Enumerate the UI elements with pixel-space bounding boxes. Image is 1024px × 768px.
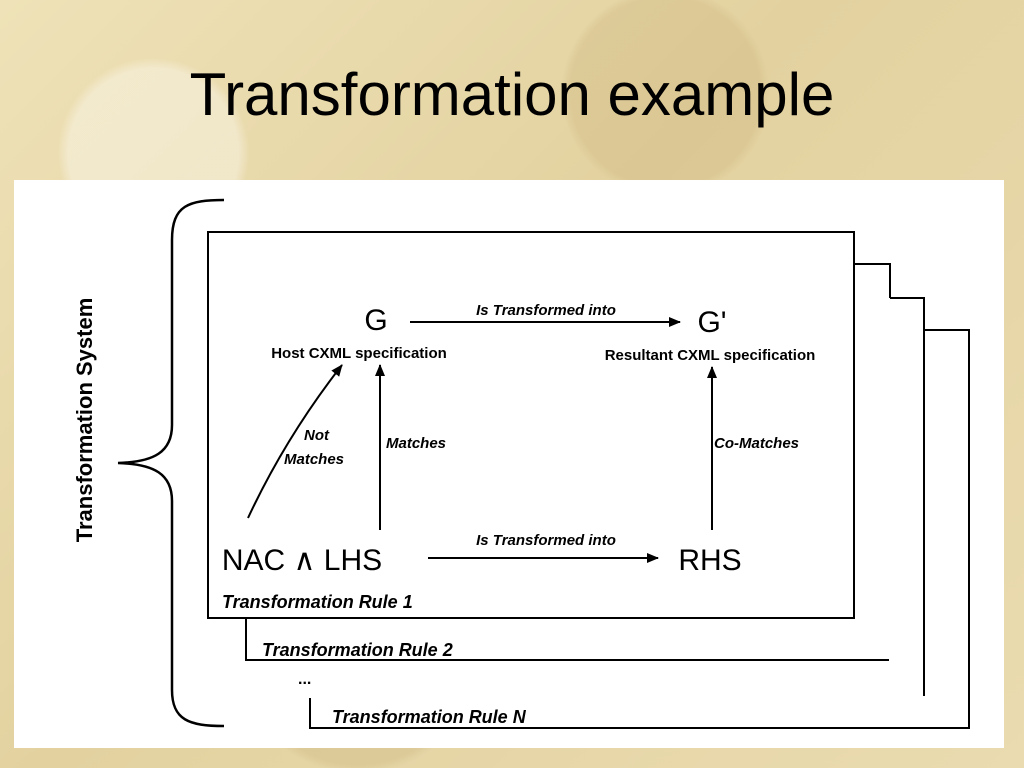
not-matches-arrow xyxy=(247,364,343,519)
resultant-spec-label: Resultant CXML specification xyxy=(605,347,816,364)
rules-ellipsis: ... xyxy=(298,671,311,688)
bottom-transform-label: Is Transformed into xyxy=(476,532,616,549)
host-spec-label: Host CXML specification xyxy=(271,345,447,362)
system-brace xyxy=(117,198,225,728)
not-matches-label-line1: Not xyxy=(304,427,330,444)
node-lhs: NAC ∧ LHS xyxy=(222,544,382,577)
system-label: Transformation System xyxy=(72,298,97,543)
rule-n-frame xyxy=(309,329,970,729)
rule-1-label: Transformation Rule 1 xyxy=(222,592,413,612)
rule-2-label: Transformation Rule 2 xyxy=(262,640,453,660)
node-rhs: RHS xyxy=(678,544,741,577)
co-matches-label: Co-Matches xyxy=(714,435,799,452)
rule-2-frame xyxy=(245,618,889,661)
top-transform-label: Is Transformed into xyxy=(476,302,616,319)
rule-1-to-2-connector xyxy=(854,263,891,298)
rule-n-label: Transformation Rule N xyxy=(332,707,527,727)
rule-2-frame-right xyxy=(890,297,925,696)
node-g: G xyxy=(364,304,387,337)
matches-label: Matches xyxy=(386,435,446,452)
slide-title: Transformation example xyxy=(189,61,835,128)
rule-1-frame xyxy=(207,231,855,619)
diagram-canvas: Transformation System G G' Host CXML spe… xyxy=(14,180,1004,748)
not-matches-label-line2: Matches xyxy=(284,451,344,468)
transformation-diagram: Transformation System G G' Host CXML spe… xyxy=(72,198,970,729)
node-g-prime: G' xyxy=(697,306,726,339)
